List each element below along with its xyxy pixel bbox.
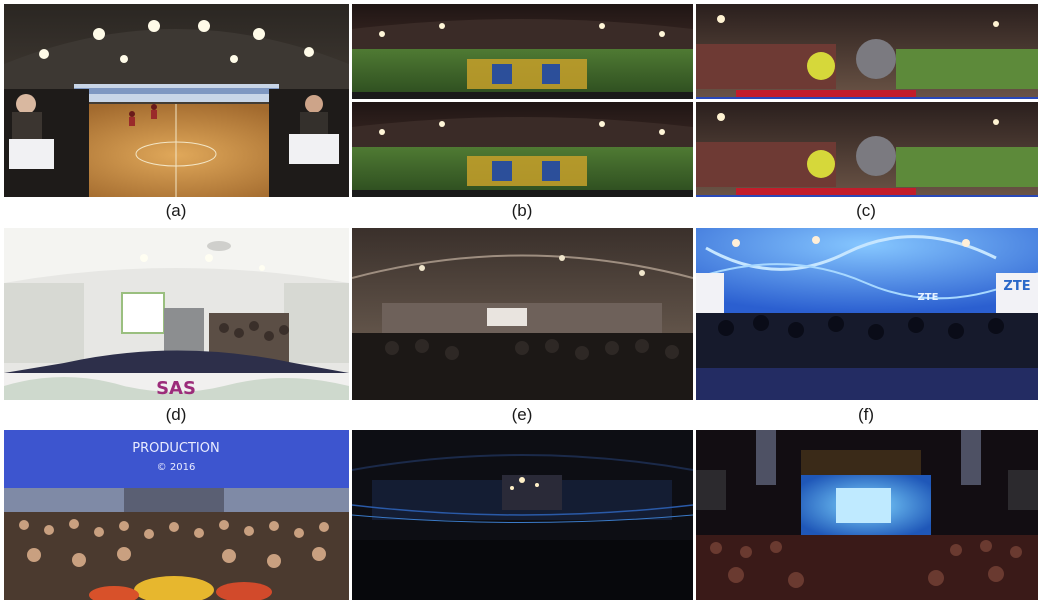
panel-h-dark-arena bbox=[352, 430, 693, 600]
panel-f-exhibition-hall: ZTE ZTE bbox=[696, 228, 1038, 400]
year-watermark: © 2016 bbox=[157, 462, 196, 473]
production-watermark: PRODUCTION bbox=[132, 441, 219, 456]
zte-logo-right: ZTE bbox=[1003, 279, 1030, 294]
panel-g-festival-crowd: PRODUCTION © 2016 bbox=[4, 430, 349, 600]
caption-c: (c) bbox=[856, 201, 876, 220]
caption-a: (a) bbox=[165, 201, 187, 220]
sas-logo-text: SAS bbox=[156, 378, 196, 399]
zte-logo-center: ZTE bbox=[918, 292, 939, 303]
panel-b-stadium-pair bbox=[352, 4, 693, 197]
caption-f: (f) bbox=[857, 405, 875, 424]
caption-d: (d) bbox=[165, 405, 187, 424]
panel-d-conference-room: SAS bbox=[4, 228, 349, 400]
panel-a-basketball-court bbox=[4, 4, 349, 197]
panel-i-concert-stage bbox=[696, 430, 1038, 600]
panel-c-crowd-pair bbox=[696, 4, 1038, 197]
panel-e-auditorium bbox=[352, 228, 693, 400]
caption-b: (b) bbox=[511, 201, 533, 220]
caption-e: (e) bbox=[511, 405, 533, 424]
